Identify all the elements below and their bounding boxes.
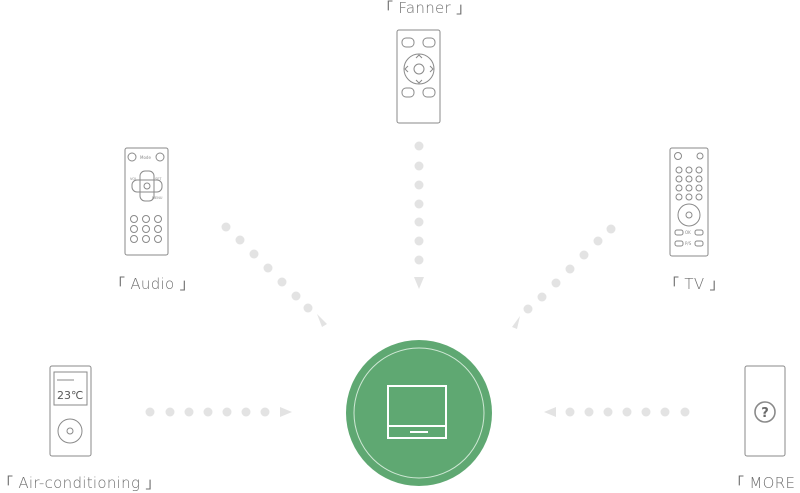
question-icon: ? (761, 406, 769, 421)
audio-set-text: SET (155, 177, 162, 181)
audio-vol-text: VOL (130, 177, 137, 181)
tv-pg-text: P/S (685, 241, 692, 246)
label-tv[interactable]: 「 TV 」 (664, 275, 725, 293)
dots-air (145, 407, 292, 417)
dots-tv (512, 224, 616, 329)
label-more[interactable]: 「 MORE 」 (729, 474, 800, 492)
remote-air-conditioning[interactable] (49, 365, 92, 457)
remote-audio[interactable] (124, 147, 169, 256)
air-temperature-readout: 23℃ (57, 389, 83, 402)
dots-fanner (414, 141, 424, 289)
tv-device-icon (387, 385, 447, 439)
label-audio[interactable]: 「 Audio 」 (110, 275, 195, 293)
dots-more (544, 407, 690, 417)
hub-device[interactable] (346, 340, 492, 486)
label-fanner[interactable]: 「 Fanner 」 (378, 0, 472, 17)
dots-audio (221, 222, 327, 327)
remote-more[interactable] (744, 365, 786, 457)
label-air-conditioning[interactable]: 「 Air-conditioning 」 (0, 474, 161, 492)
audio-menu-text: MENU (152, 196, 163, 200)
remote-fanner[interactable] (396, 29, 441, 124)
audio-mode-text: Mode (140, 155, 151, 160)
remote-tv[interactable] (669, 147, 709, 257)
tv-ok-text: OK (685, 230, 691, 235)
